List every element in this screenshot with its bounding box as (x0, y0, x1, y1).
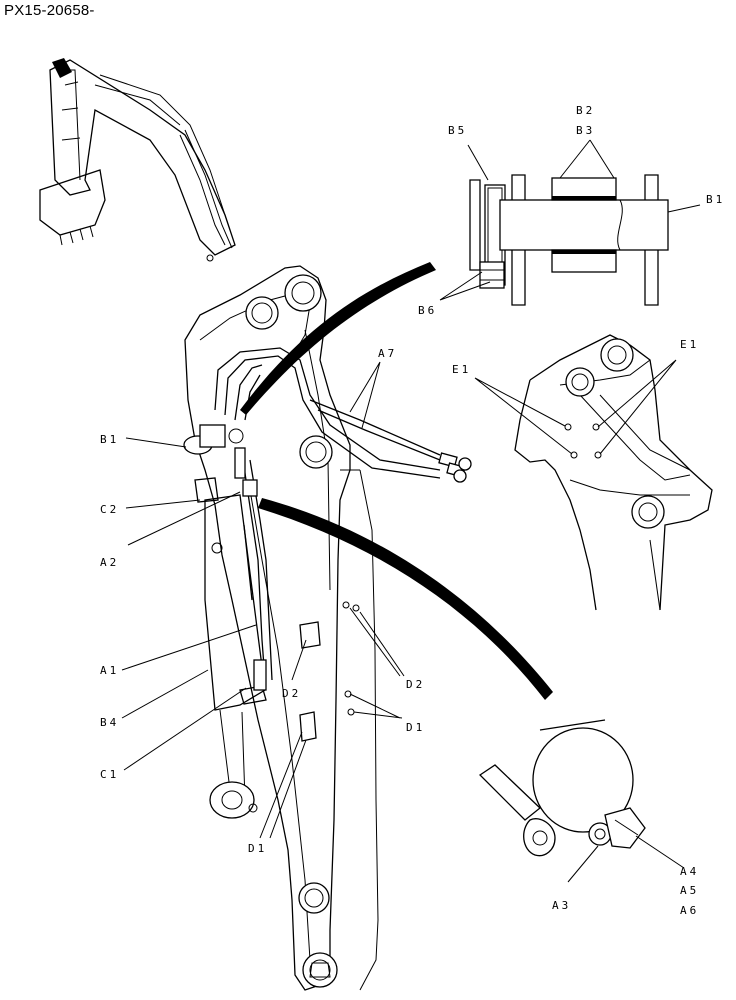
label-c2: C2 (100, 503, 119, 516)
label-d1-holes: D1 (406, 721, 425, 734)
label-a1: A1 (100, 664, 119, 677)
label-b2: B2 (576, 104, 595, 117)
label-a7: A7 (378, 347, 397, 360)
boom-end-detail (514, 334, 713, 611)
label-d2-bracket: D2 (282, 687, 301, 700)
pin-detail (469, 174, 669, 306)
label-b6: B6 (418, 304, 437, 317)
label-a4: A4 (680, 865, 699, 878)
label-c1: C1 (100, 768, 119, 781)
label-a6: A6 (680, 904, 699, 917)
label-b1-arm: B1 (100, 433, 119, 446)
label-e1-left: E1 (452, 363, 471, 376)
label-b1-detail: B1 (706, 193, 725, 206)
hydraulic-cylinder (194, 477, 267, 819)
label-a2: A2 (100, 556, 119, 569)
detail-callout-curve-upper (240, 262, 436, 415)
excavator-thumbnail (39, 58, 236, 262)
arm-body (184, 265, 379, 991)
label-b5: B5 (448, 124, 467, 137)
label-b4: B4 (100, 716, 119, 729)
hose-clamp-detail (478, 719, 646, 857)
document-code: PX15-20658- (4, 2, 95, 19)
label-b3: B3 (576, 124, 595, 137)
leader-lines (121, 139, 701, 883)
hydraulic-hoses (183, 347, 472, 742)
label-d1-bracket: D1 (248, 842, 267, 855)
label-d2-holes: D2 (406, 678, 425, 691)
detail-callout-curve-lower (258, 498, 553, 700)
label-a3: A3 (552, 899, 571, 912)
label-a5: A5 (680, 884, 699, 897)
label-e1-right: E1 (680, 338, 699, 351)
